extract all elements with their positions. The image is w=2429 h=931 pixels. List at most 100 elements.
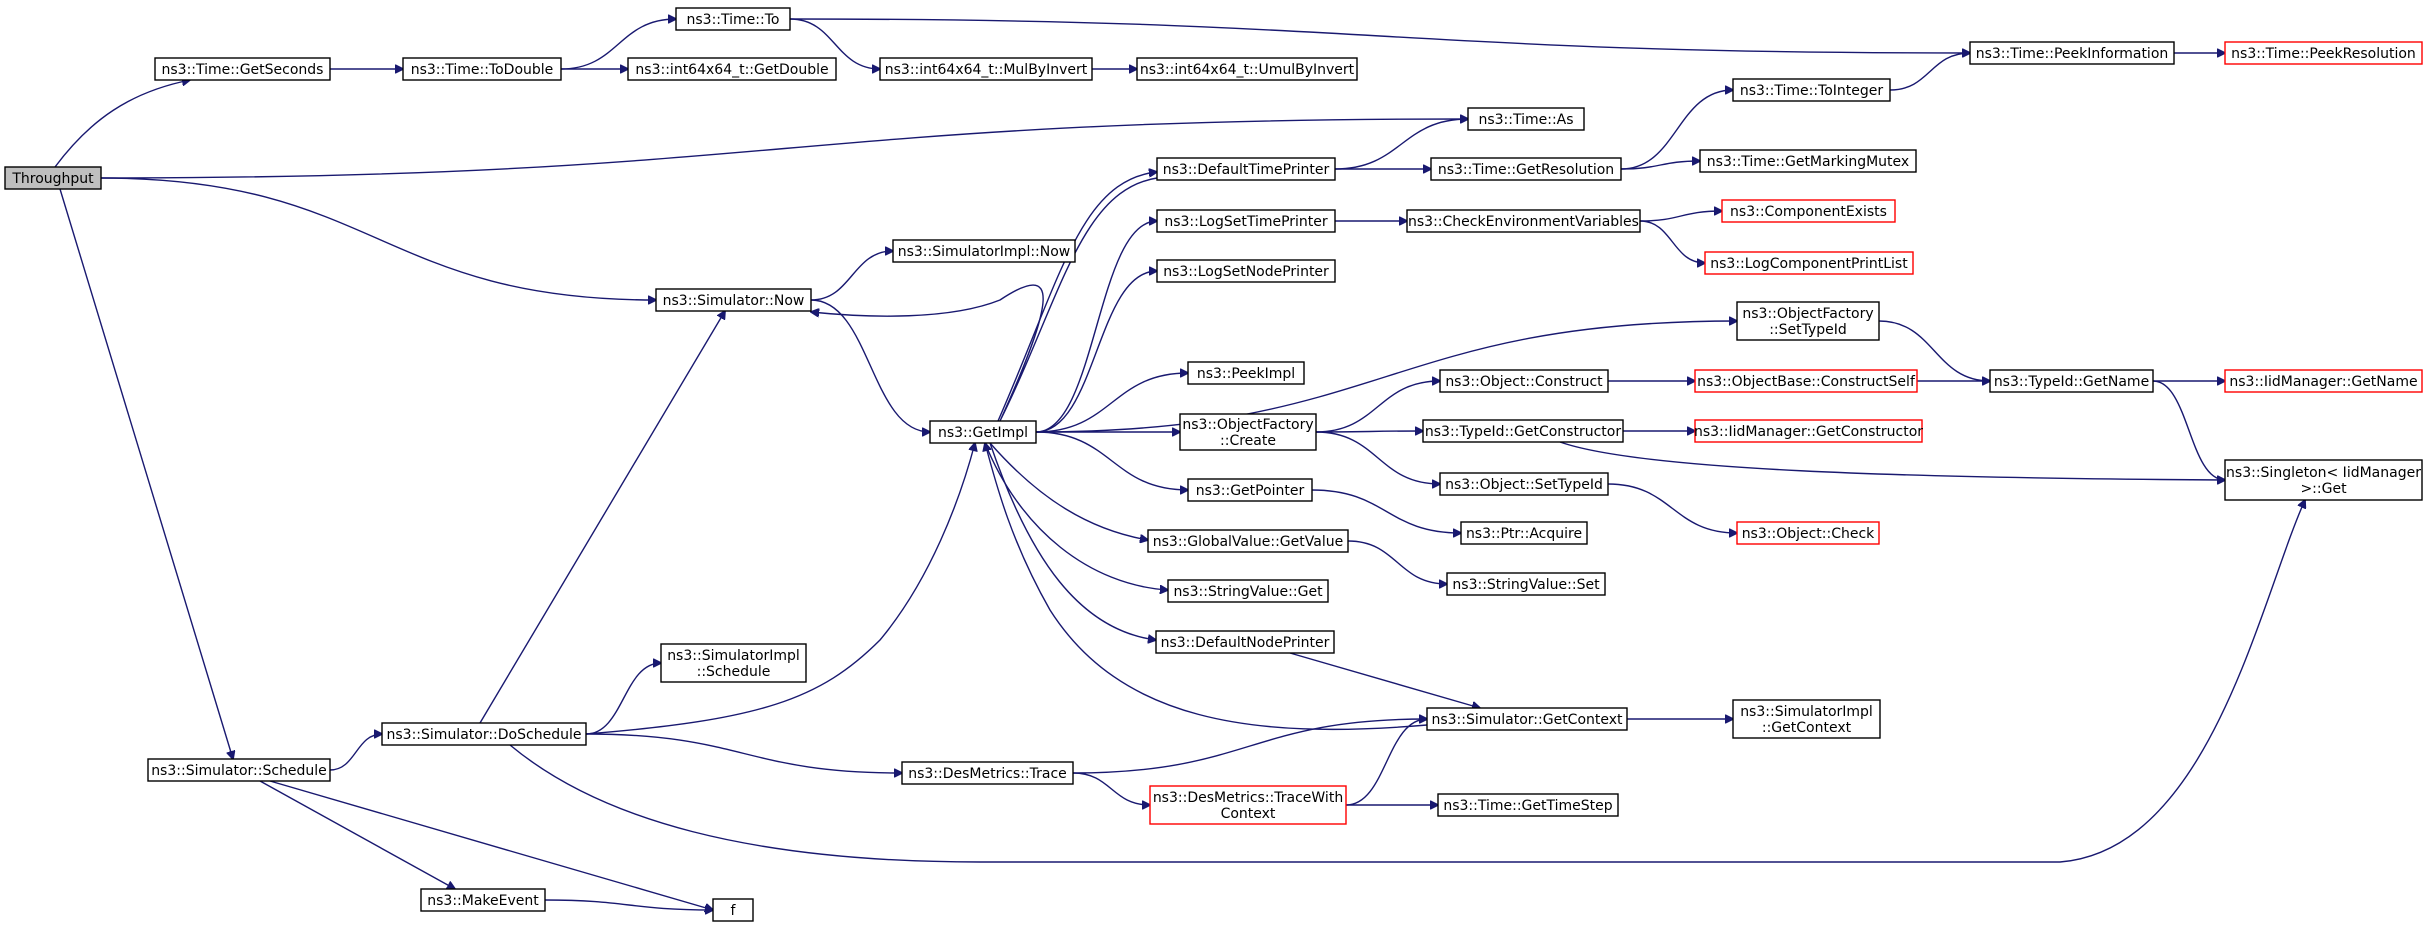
node-time-peekresolution[interactable]: ns3::Time::PeekResolution <box>2224 41 2423 65</box>
node-box <box>675 7 791 31</box>
node-label: ns3::SimulatorImpl <box>667 648 800 664</box>
node-log-component-printlist[interactable]: ns3::LogComponentPrintList <box>1704 251 1914 275</box>
edge-throughput-to-time-as <box>100 119 1468 179</box>
edge-time-todouble-to-time-to <box>560 19 676 70</box>
edge-getimpl-to-globalvalue-getvalue <box>989 442 1148 540</box>
node-box <box>1136 57 1358 81</box>
node-box <box>1406 209 1641 233</box>
node-label: ns3::CheckEnvironmentVariables <box>1408 214 1639 230</box>
edge-simulator-doschedule-to-simulator-now <box>479 311 725 724</box>
node-typeid-getconstructor[interactable]: ns3::TypeId::GetConstructor <box>1422 419 1624 443</box>
node-box <box>1704 251 1914 275</box>
node-check-env-vars[interactable]: ns3::CheckEnvironmentVariables <box>1406 209 1641 233</box>
node-component-exists[interactable]: ns3::ComponentExists <box>1721 199 1896 223</box>
node-logset-nodeprinter[interactable]: ns3::LogSetNodePrinter <box>1156 259 1336 283</box>
edge-time-to-to-int64-mulbyinvert <box>789 18 880 69</box>
node-label: ns3::Object::SetTypeId <box>1445 477 1603 493</box>
edge-makeevent-to-f <box>544 899 713 910</box>
node-simulator-now[interactable]: ns3::Simulator::Now <box>655 288 812 312</box>
node-iidmanager-getconstructor[interactable]: ns3::IidManager::GetConstructor <box>1694 419 1923 443</box>
node-logset-timeprinter[interactable]: ns3::LogSetTimePrinter <box>1156 209 1336 233</box>
node-time-todouble[interactable]: ns3::Time::ToDouble <box>402 57 562 81</box>
edge-simulator-doschedule-to-getimpl <box>585 443 975 735</box>
node-label: ns3::LogSetTimePrinter <box>1164 214 1328 230</box>
node-simulator-getcontext[interactable]: ns3::Simulator::GetContext <box>1426 707 1628 731</box>
edge-getimpl-to-default-node-printer <box>989 442 1156 640</box>
node-simulator-schedule[interactable]: ns3::Simulator::Schedule <box>147 758 331 782</box>
node-label: ::SetTypeId <box>1769 322 1847 338</box>
node-box <box>1156 157 1336 181</box>
node-label: ns3::Time::GetResolution <box>1438 162 1614 178</box>
node-box <box>1439 369 1609 393</box>
edge-getimpl-to-logset-timeprinter <box>1035 221 1157 433</box>
node-singleton-get[interactable]: ns3::Singleton< IidManager>::Get <box>2224 459 2423 501</box>
edge-simulator-schedule-to-f <box>269 780 713 910</box>
node-label: ::Schedule <box>697 664 771 680</box>
node-label: ns3::Time::GetTimeStep <box>1443 798 1612 814</box>
node-label: ns3::Ptr::Acquire <box>1466 526 1582 542</box>
node-box <box>879 57 1093 81</box>
node-time-as[interactable]: ns3::Time::As <box>1467 107 1585 131</box>
node-iidmanager-getname[interactable]: ns3::IidManager::GetName <box>2224 369 2423 393</box>
node-objectfactory-settypeid[interactable]: ns3::ObjectFactory::SetTypeId <box>1736 301 1880 341</box>
node-label: ns3::LogComponentPrintList <box>1710 256 1908 272</box>
node-box <box>147 758 331 782</box>
node-time-gettimestep[interactable]: ns3::Time::GetTimeStep <box>1437 793 1619 817</box>
node-box <box>1699 149 1917 173</box>
node-stringvalue-set[interactable]: ns3::StringValue::Set <box>1446 572 1606 596</box>
node-box <box>1694 419 1923 443</box>
node-makeevent[interactable]: ns3::MakeEvent <box>420 888 546 912</box>
node-box <box>402 57 562 81</box>
node-simimpl-getcontext[interactable]: ns3::SimulatorImpl::GetContext <box>1732 699 1881 739</box>
edge-time-to-to-time-peekinformation <box>789 18 1970 53</box>
node-int64-umulbyinvert[interactable]: ns3::int64x64_t::UmulByInvert <box>1136 57 1358 81</box>
node-int64-mulbyinvert[interactable]: ns3::int64x64_t::MulByInvert <box>879 57 1093 81</box>
node-label: ns3::SimulatorImpl::Now <box>898 244 1071 260</box>
node-simimpl-now[interactable]: ns3::SimulatorImpl::Now <box>892 239 1076 263</box>
node-box <box>381 722 587 746</box>
node-getimpl[interactable]: ns3::GetImpl <box>929 420 1037 444</box>
node-label: ns3::LogSetNodePrinter <box>1163 264 1329 280</box>
node-objectbase-constructself[interactable]: ns3::ObjectBase::ConstructSelf <box>1694 369 1918 393</box>
node-object-construct[interactable]: ns3::Object::Construct <box>1439 369 1609 393</box>
node-label: ns3::ComponentExists <box>1730 204 1887 220</box>
node-object-settypeid[interactable]: ns3::Object::SetTypeId <box>1439 472 1609 496</box>
node-simulator-doschedule[interactable]: ns3::Simulator::DoSchedule <box>381 722 587 746</box>
node-label: ns3::DesMetrics::TraceWith <box>1153 790 1343 806</box>
node-throughput[interactable]: Throughput <box>4 166 102 190</box>
node-f[interactable]: f <box>712 898 754 922</box>
node-box <box>1155 630 1335 654</box>
node-simimpl-schedule[interactable]: ns3::SimulatorImpl::Schedule <box>660 643 807 683</box>
node-time-getseconds[interactable]: ns3::Time::GetSeconds <box>154 57 331 81</box>
node-box <box>901 761 1074 785</box>
node-default-time-printer[interactable]: ns3::DefaultTimePrinter <box>1156 157 1336 181</box>
node-time-getmarkingmutex[interactable]: ns3::Time::GetMarkingMutex <box>1699 149 1917 173</box>
edge-simulator-now-to-getimpl <box>810 299 930 432</box>
node-time-peekinformation[interactable]: ns3::Time::PeekInformation <box>1969 41 2175 65</box>
node-objectfactory-create[interactable]: ns3::ObjectFactory::Create <box>1179 413 1317 451</box>
node-object-check[interactable]: ns3::Object::Check <box>1736 521 1880 545</box>
node-time-to[interactable]: ns3::Time::To <box>675 7 791 31</box>
edge-getimpl-to-logset-nodeprinter <box>1035 271 1157 433</box>
node-globalvalue-getvalue[interactable]: ns3::GlobalValue::GetValue <box>1147 529 1349 553</box>
node-desmetrics-trace[interactable]: ns3::DesMetrics::Trace <box>901 761 1074 785</box>
node-label: ns3::Singleton< IidManager <box>2226 465 2421 481</box>
node-label: ns3::Time::PeekResolution <box>2231 46 2416 62</box>
node-peekimpl[interactable]: ns3::PeekImpl <box>1187 361 1305 385</box>
edge-globalvalue-getvalue-to-stringvalue-set <box>1347 540 1447 584</box>
node-typeid-getname[interactable]: ns3::TypeId::GetName <box>1989 369 2154 393</box>
node-default-node-printer[interactable]: ns3::DefaultNodePrinter <box>1155 630 1335 654</box>
node-getpointer[interactable]: ns3::GetPointer <box>1187 478 1313 502</box>
node-label: ns3::DefaultNodePrinter <box>1161 635 1330 651</box>
node-label: ns3::StringValue::Set <box>1452 577 1600 593</box>
edge-simulator-doschedule-to-desmetrics-trace <box>585 733 902 773</box>
node-time-getresolution[interactable]: ns3::Time::GetResolution <box>1430 157 1622 181</box>
node-int64-getdouble[interactable]: ns3::int64x64_t::GetDouble <box>627 57 837 81</box>
node-stringvalue-get[interactable]: ns3::StringValue::Get <box>1167 579 1329 603</box>
node-label: ns3::PeekImpl <box>1197 366 1295 382</box>
node-ptr-acquire[interactable]: ns3::Ptr::Acquire <box>1460 521 1588 545</box>
node-label: ns3::Simulator::Now <box>663 293 805 309</box>
node-time-tointeger[interactable]: ns3::Time::ToInteger <box>1732 78 1891 102</box>
